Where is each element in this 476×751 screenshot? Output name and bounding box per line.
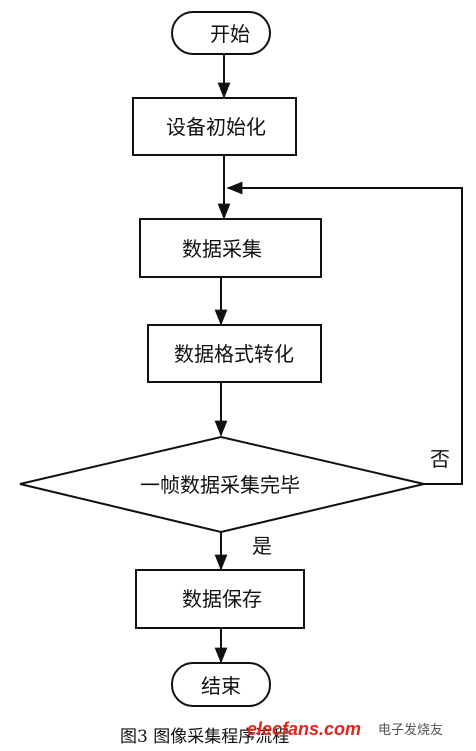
save-node: 数据保存 xyxy=(135,569,305,629)
convert-node: 数据格式转化 xyxy=(147,324,322,383)
init-node-label: 设备初始化 xyxy=(166,115,266,139)
watermark-site-cn: 电子发烧友 xyxy=(378,722,443,738)
end-node: 结束 xyxy=(171,662,271,707)
watermark-brand: elecfans.com xyxy=(247,719,361,739)
start-node-label: 开始 xyxy=(210,22,250,46)
branch-no-label: 否 xyxy=(430,447,450,471)
watermark: elecfans.com 电子发烧友 xyxy=(247,719,443,739)
decision-node-label: 一帧数据采集完毕 xyxy=(140,473,300,497)
init-node: 设备初始化 xyxy=(132,97,297,156)
decision-node: 一帧数据采集完毕 xyxy=(19,435,425,534)
acquire-node-label: 数据采集 xyxy=(182,237,262,261)
start-node: 开始 xyxy=(171,11,271,55)
loop-back-line xyxy=(226,181,463,485)
end-node-label: 结束 xyxy=(201,674,241,698)
branch-yes-label: 是 xyxy=(252,534,272,558)
save-node-label: 数据保存 xyxy=(182,587,262,611)
figure-caption: 图3 图像采集程序流程 xyxy=(120,727,289,747)
convert-node-label: 数据格式转化 xyxy=(174,342,294,366)
acquire-node: 数据采集 xyxy=(139,218,322,278)
